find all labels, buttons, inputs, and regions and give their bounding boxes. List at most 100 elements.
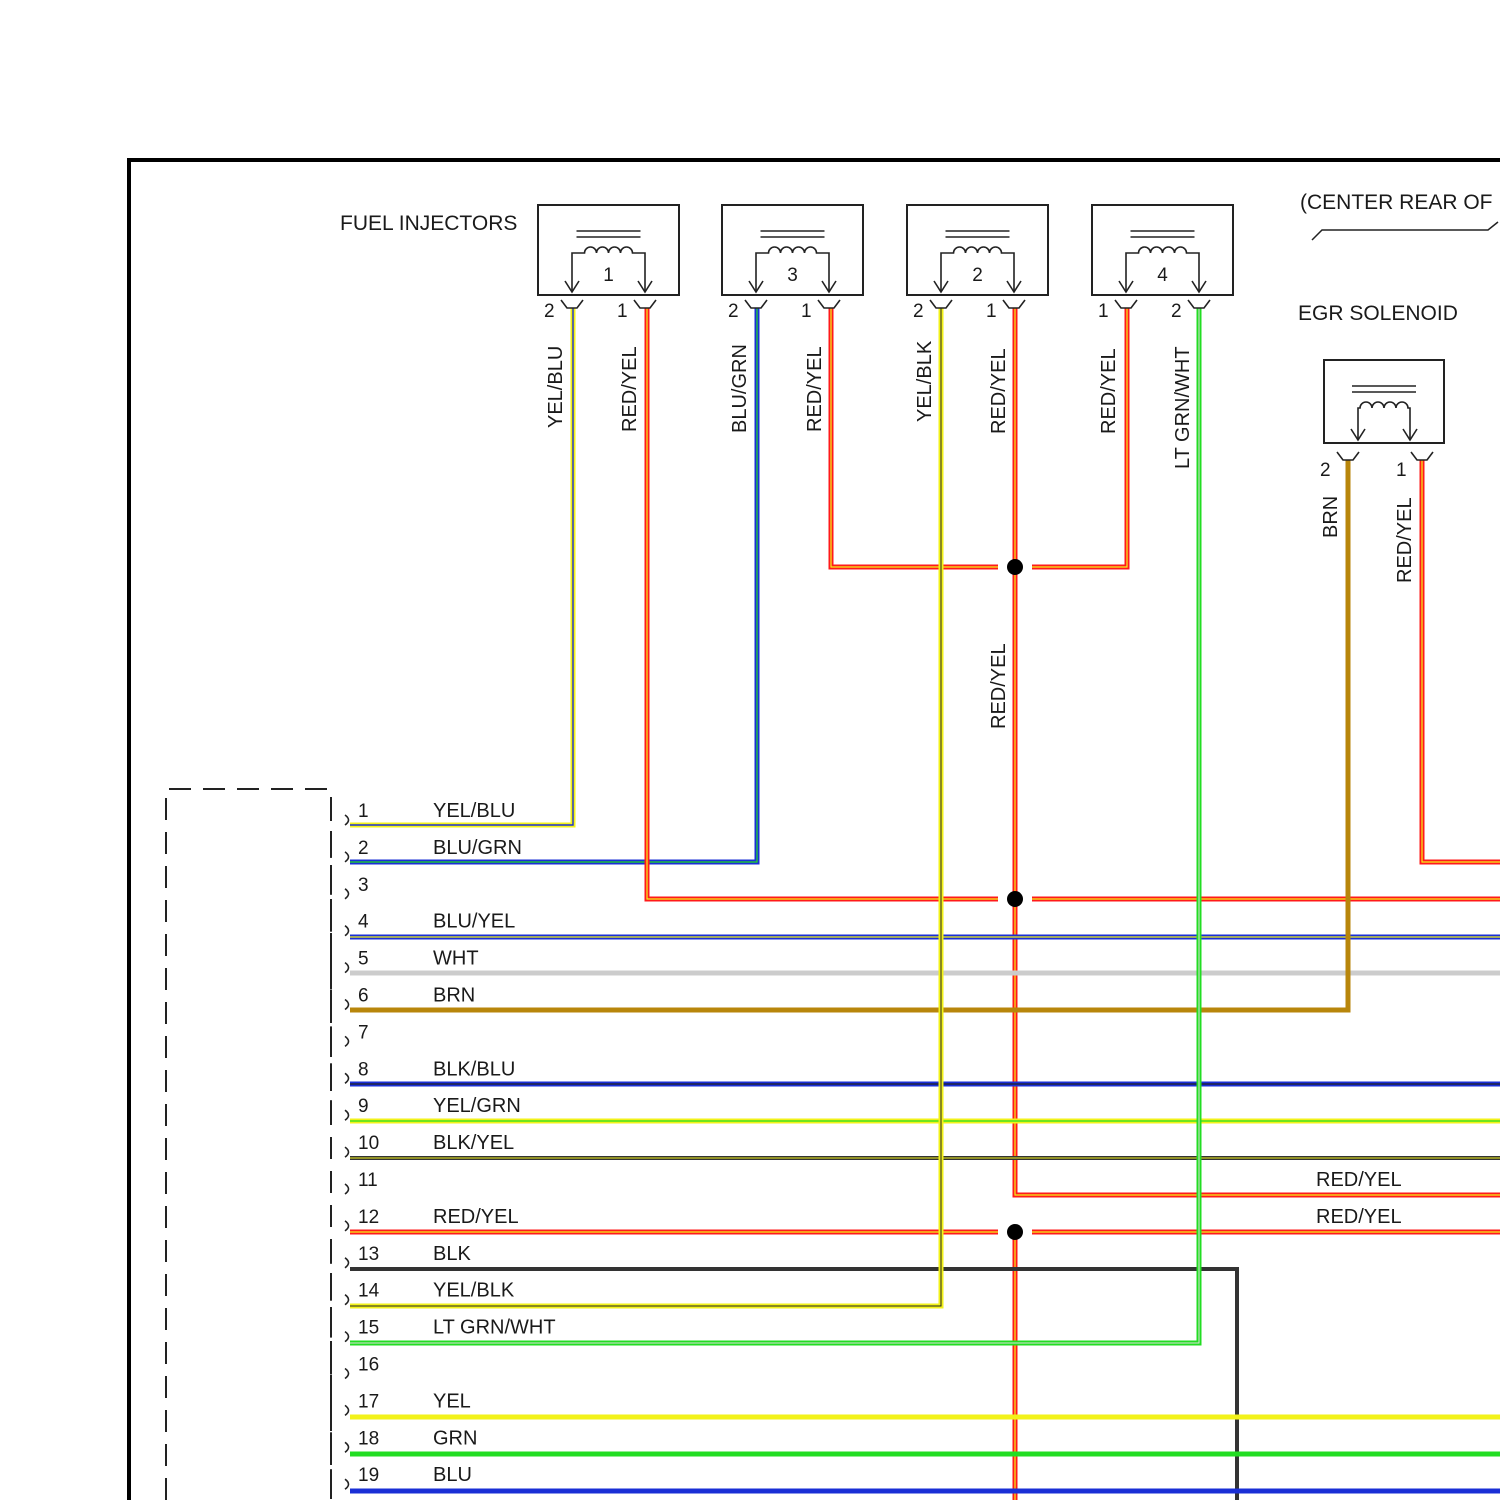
location-bracket	[1312, 222, 1498, 240]
pin-wire-color: BLU/YEL	[433, 911, 515, 933]
pin-number: 2	[913, 301, 924, 322]
wire-red-yel-egr	[1422, 460, 1500, 862]
injector-number: 4	[1157, 265, 1168, 286]
wire-label-inj3-left: BLU/GRN	[729, 344, 751, 433]
pin-number: 1	[1396, 460, 1407, 481]
pin-number: 15	[358, 1318, 379, 1339]
pin-wire-color: RED/YEL	[433, 1206, 519, 1228]
connector-pin-18: 18 GRN	[331, 1427, 477, 1452]
splice-point-pin3	[1007, 891, 1023, 907]
pin-wire-color: BRN	[433, 985, 475, 1007]
pin-number: 1	[1098, 301, 1109, 322]
wire-label-inj2-right: RED/YEL	[988, 348, 1010, 434]
pin-wire-color: BLK	[433, 1243, 471, 1265]
ecm-outline	[166, 789, 331, 1500]
wire-red-yel-pin12	[350, 1232, 1500, 1500]
injector-3: 3 2 1	[722, 205, 863, 322]
injector-number: 3	[787, 265, 798, 286]
connector-pin-11: 11	[331, 1170, 378, 1194]
wire-red-yel-top-splice	[831, 308, 1127, 567]
connector-pin-17: 17 YEL	[331, 1390, 471, 1415]
pin-wire-color: LT GRN/WHT	[433, 1317, 556, 1339]
pin-number: 2	[1171, 301, 1182, 322]
connector-pin-2: 2 BLU/GRN	[331, 837, 522, 862]
pin-number: 3	[358, 875, 369, 896]
pin-wire-color: YEL/BLU	[433, 800, 515, 822]
pin-number: 1	[358, 801, 369, 822]
wire-label-egr-right: RED/YEL	[1394, 497, 1416, 583]
connector-pin-3: 3	[331, 875, 369, 899]
pin-number: 1	[801, 301, 812, 322]
connector-pin-16: 16	[331, 1355, 379, 1379]
pin-wire-color: GRN	[433, 1427, 477, 1449]
injector-number: 2	[972, 265, 983, 286]
pin-number: 2	[728, 301, 739, 322]
connector-pin-6: 6 BRN	[331, 985, 475, 1010]
injector-1: 1 2 1	[538, 205, 679, 322]
splice-point-top	[1007, 559, 1023, 575]
pin-wire-color: BLK/YEL	[433, 1132, 514, 1154]
pin-number: 14	[358, 1281, 380, 1302]
wire-label-egr-left: BRN	[1320, 496, 1342, 538]
egr-solenoid-label: EGR SOLENOID	[1298, 302, 1458, 325]
pin-number: 2	[1320, 460, 1331, 481]
wire-yel-blu	[350, 308, 573, 825]
connector-pin-1: 1 YEL/BLU	[331, 800, 515, 825]
wire-labels: YEL/BLU RED/YEL BLU/GRN RED/YEL YEL/BLK …	[545, 340, 1416, 729]
pin-number: 8	[358, 1059, 369, 1080]
connector-pin-13: 13 BLK	[331, 1243, 471, 1268]
injector-4: 4 1 2	[1092, 205, 1233, 322]
connector-pin-7: 7	[331, 1022, 369, 1046]
pin-number: 16	[358, 1355, 379, 1376]
wire-label-inj3-right: RED/YEL	[804, 346, 826, 432]
wire-label-pin12-right: RED/YEL	[1316, 1206, 1402, 1228]
pin-number: 1	[617, 301, 628, 322]
connector-pin-10: 10 BLK/YEL	[331, 1132, 514, 1157]
wire-label-inj4-left: RED/YEL	[1098, 348, 1120, 434]
pin-number: 2	[358, 838, 369, 859]
pin-number: 4	[358, 912, 369, 933]
pin-number: 11	[358, 1170, 378, 1191]
pin-number: 13	[358, 1244, 379, 1265]
pin-number: 1	[986, 301, 997, 322]
pin-wire-color: YEL	[433, 1390, 471, 1412]
pin-wire-color: BLK/BLU	[433, 1058, 515, 1080]
wire-label-inj4-right: LT GRN/WHT	[1172, 346, 1194, 469]
connector-pin-12: 12 RED/YEL	[331, 1206, 519, 1231]
pin-number: 9	[358, 1096, 369, 1117]
wire-label-inj1-right: RED/YEL	[619, 346, 641, 432]
pin-number: 17	[358, 1391, 379, 1412]
pin-number: 2	[544, 301, 555, 322]
wire-label-inj2-left: YEL/BLK	[914, 340, 936, 422]
wire-label-inj1-left: YEL/BLU	[545, 346, 567, 428]
connector-pin-19: 19 BLU	[331, 1464, 472, 1489]
pin-number: 12	[358, 1207, 379, 1228]
pin-wire-color: BLU	[433, 1464, 472, 1486]
fuel-injectors-label: FUEL INJECTORS	[340, 212, 517, 235]
pin-wire-color: YEL/GRN	[433, 1095, 521, 1117]
connector-pin-9: 9 YEL/GRN	[331, 1095, 521, 1120]
pin-wire-color: WHT	[433, 948, 479, 970]
pin-number: 19	[358, 1465, 379, 1486]
wire-label-splice: RED/YEL	[988, 643, 1010, 729]
location-note: (CENTER REAR OF	[1300, 191, 1493, 214]
splice-point-pin12	[1007, 1224, 1023, 1240]
injector-number: 1	[603, 265, 614, 286]
pin-number: 10	[358, 1133, 379, 1154]
pin-number: 18	[358, 1428, 379, 1449]
connector-pin-14: 14 YEL/BLK	[331, 1280, 515, 1305]
connector-pin-15: 15 LT GRN/WHT	[331, 1317, 556, 1342]
connector-pin-4: 4 BLU/YEL	[331, 911, 515, 936]
wire-label-pin11-right: RED/YEL	[1316, 1169, 1402, 1191]
pin-wire-color: BLU/GRN	[433, 837, 522, 859]
pin-number: 7	[358, 1022, 369, 1043]
pin-number: 6	[358, 986, 369, 1007]
connector-pin-8: 8 BLK/BLU	[331, 1058, 515, 1083]
pin-wire-color: YEL/BLK	[433, 1280, 515, 1302]
